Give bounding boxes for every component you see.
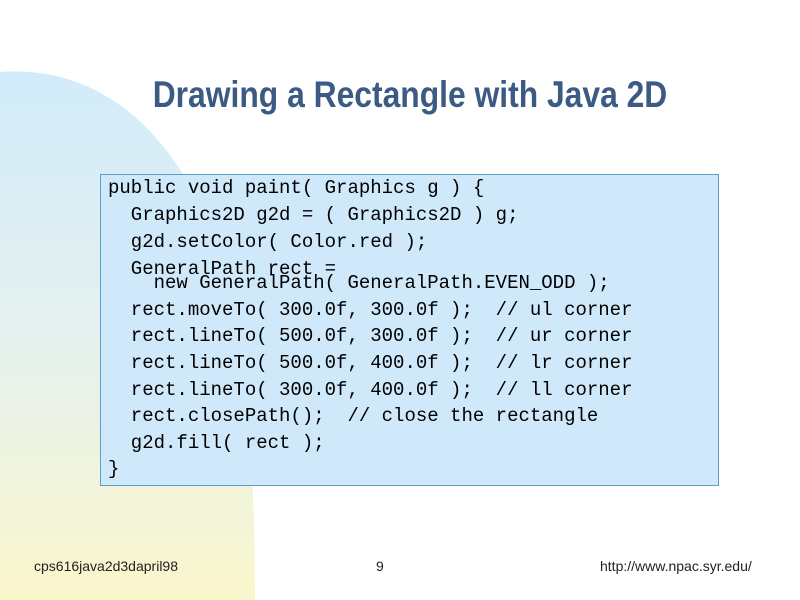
code-line: rect.lineTo( 500.0f, 300.0f ); // ur cor… xyxy=(108,325,633,347)
code-line: rect.moveTo( 300.0f, 300.0f ); // ul cor… xyxy=(108,299,633,321)
footer-filename: cps616java2d3dapril98 xyxy=(34,558,178,574)
code-line: public void paint( Graphics g ) { xyxy=(108,177,485,199)
code-line: } xyxy=(108,458,120,480)
code-line: g2d.fill( rect ); xyxy=(108,432,325,454)
code-line: rect.lineTo( 500.0f, 400.0f ); // lr cor… xyxy=(108,352,633,374)
code-line: rect.closePath(); // close the rectangle xyxy=(108,405,599,427)
code-line: new GeneralPath( GeneralPath.EVEN_ODD ); xyxy=(108,272,610,294)
slide-title: Drawing a Rectangle with Java 2D xyxy=(152,74,668,115)
page-number: 9 xyxy=(376,558,384,574)
code-line: g2d.setColor( Color.red ); xyxy=(108,231,428,253)
code-line: rect.lineTo( 300.0f, 400.0f ); // ll cor… xyxy=(108,379,633,401)
code-line: Graphics2D g2d = ( Graphics2D ) g; xyxy=(108,204,519,226)
footer-url: http://www.npac.syr.edu/ xyxy=(600,558,752,574)
code-block xyxy=(100,174,719,486)
code-line: GeneralPath rect = xyxy=(108,258,337,280)
